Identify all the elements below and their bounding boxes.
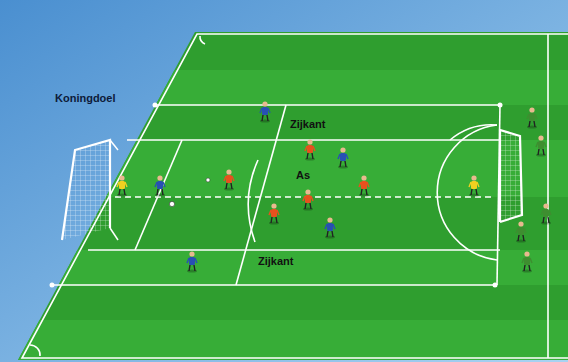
goal-label: Koningdoel	[55, 92, 116, 105]
grass	[0, 30, 568, 362]
player-figure	[325, 217, 335, 238]
zone-label: Zijkant	[258, 255, 293, 268]
player-figure	[516, 221, 526, 242]
player-figure	[469, 175, 479, 196]
player-figure	[305, 139, 315, 160]
player-figure	[522, 251, 532, 272]
player-figure	[187, 251, 197, 272]
player-figure	[359, 175, 369, 196]
player-figure	[338, 147, 348, 168]
ball	[206, 178, 210, 182]
goal-right	[500, 130, 522, 222]
ball	[169, 201, 174, 206]
pitch-lines	[22, 34, 568, 358]
player-figure	[224, 169, 234, 190]
player-figure	[527, 107, 537, 128]
player-figure	[536, 135, 546, 156]
zone-label: Zijkant	[290, 118, 325, 131]
player-figure	[260, 101, 270, 122]
player-figure	[541, 203, 551, 224]
cones	[50, 103, 503, 288]
players	[117, 101, 551, 272]
zone-label: As	[296, 169, 310, 182]
player-figure	[303, 189, 313, 210]
player-figure	[155, 175, 165, 196]
player-figure	[269, 203, 279, 224]
goal-left	[62, 140, 118, 240]
player-figure	[117, 175, 127, 196]
